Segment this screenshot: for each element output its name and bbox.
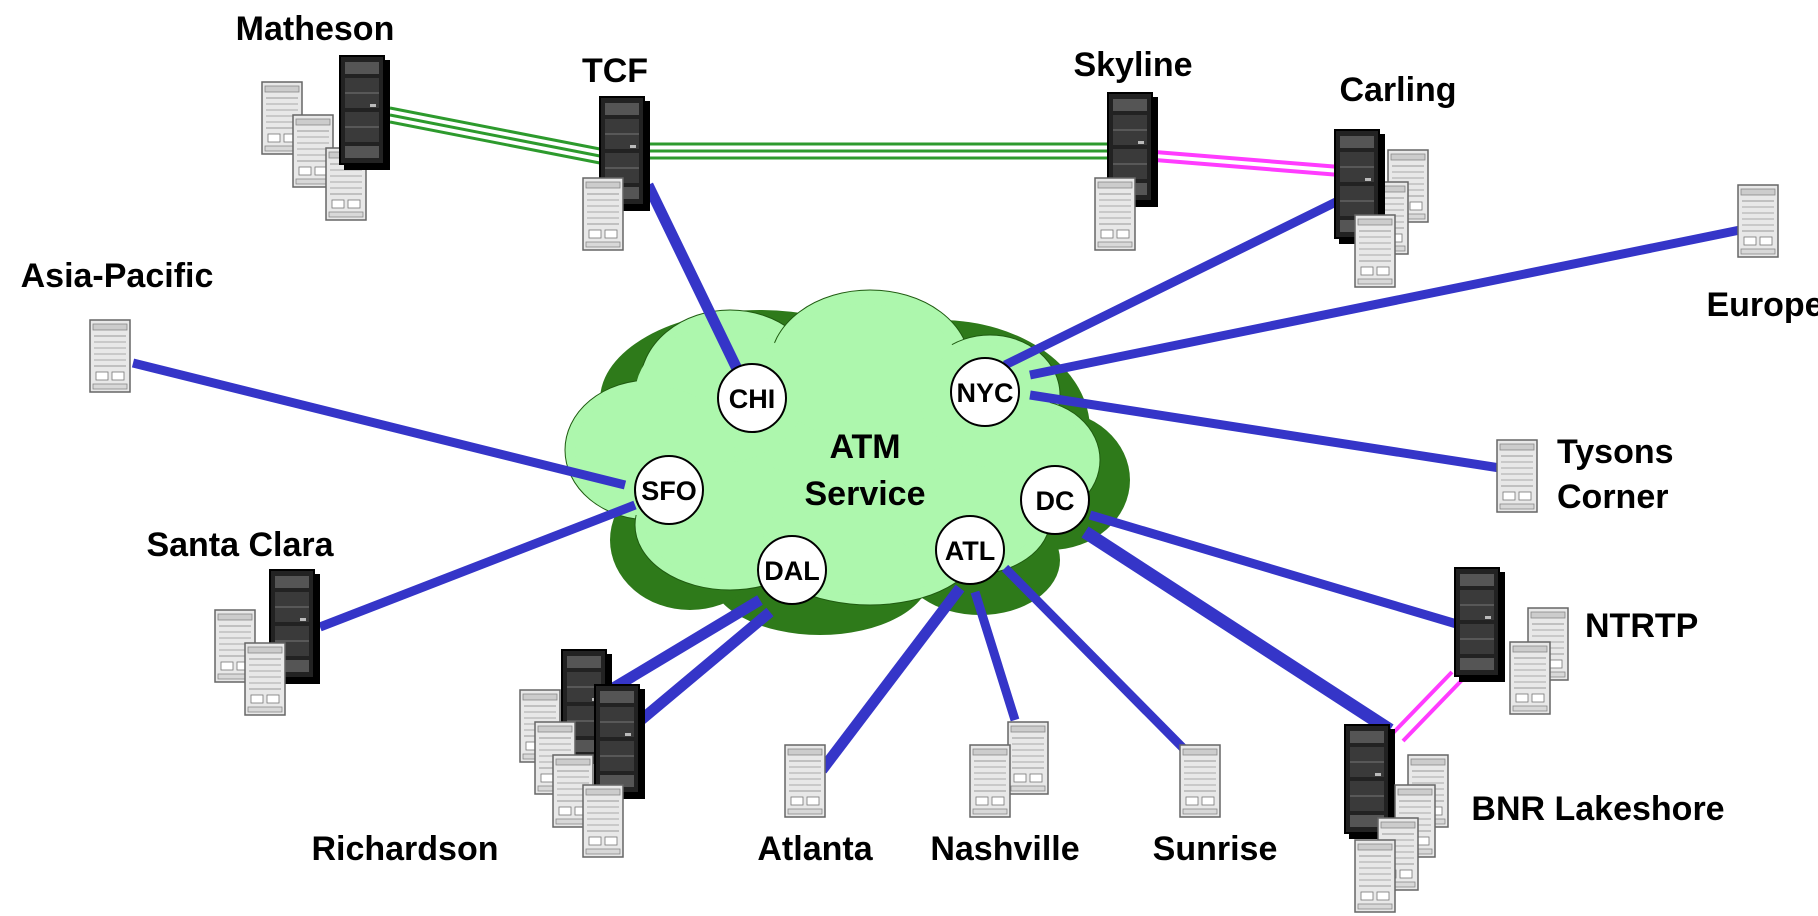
label-skyline: Skyline: [1073, 46, 1192, 84]
label-asia-pacific: Asia-Pacific: [21, 257, 214, 295]
atm-service-label-line1: ATM: [829, 428, 900, 466]
site-tysons-corner[interactable]: [1496, 439, 1538, 513]
link-dc-ntrtp: [1088, 510, 1462, 630]
hub-dc[interactable]: DC: [1020, 465, 1090, 535]
label-santa-clara: Santa Clara: [146, 526, 334, 564]
link-dal-richardson-1: [607, 595, 763, 695]
link-europe-nyc: [1029, 225, 1741, 380]
hub-dal[interactable]: DAL: [757, 535, 827, 605]
site-matheson[interactable]: [261, 55, 391, 221]
server-chassis-icon: [1094, 177, 1136, 251]
label-carling: Carling: [1339, 71, 1456, 109]
site-atlanta[interactable]: [784, 744, 826, 818]
link-atl-nashville: [970, 590, 1020, 722]
link-atl-sunrise: [1001, 564, 1189, 754]
label-matheson: Matheson: [236, 10, 395, 48]
hub-nyc-label: NYC: [956, 378, 1013, 408]
server-chassis-icon: [89, 319, 131, 393]
hub-dc-label: DC: [1036, 486, 1075, 516]
site-skyline[interactable]: [1094, 92, 1159, 251]
ntrtp-bnr-link: [1391, 670, 1464, 743]
atm-service-label-line2: Service: [805, 475, 926, 513]
server-chassis-icon: [1179, 744, 1221, 818]
server-chassis-icon: [582, 784, 624, 858]
server-chassis-icon: [969, 744, 1011, 818]
server-chassis-icon: [784, 744, 826, 818]
site-bnr-lakeshore[interactable]: [1344, 724, 1449, 913]
hub-sfo[interactable]: SFO: [634, 455, 704, 525]
label-tysons-line2: Corner: [1557, 478, 1668, 516]
server-chassis-icon: [582, 177, 624, 251]
rack-switch-icon: [594, 684, 646, 800]
site-tcf[interactable]: [582, 96, 651, 251]
site-santa-clara[interactable]: [214, 569, 321, 716]
link-dc-bnr: [1081, 526, 1394, 736]
link-asiapacific-sfo: [131, 358, 627, 490]
server-chassis-icon: [1496, 439, 1538, 513]
hub-atl-label: ATL: [945, 536, 995, 566]
site-nashville[interactable]: [969, 721, 1049, 818]
hub-sfo-label: SFO: [641, 476, 697, 506]
server-chassis-icon: [1007, 721, 1049, 795]
hub-atl[interactable]: ATL: [935, 515, 1005, 585]
rack-switch-icon: [1454, 567, 1506, 683]
site-carling[interactable]: [1334, 129, 1429, 288]
label-nashville: Nashville: [930, 830, 1079, 868]
site-europe[interactable]: [1737, 184, 1779, 258]
site-ntrtp[interactable]: [1454, 567, 1569, 715]
label-sunrise: Sunrise: [1153, 830, 1278, 868]
site-sunrise[interactable]: [1179, 744, 1221, 818]
site-asia-pacific[interactable]: [89, 319, 131, 393]
server-chassis-icon: [1354, 214, 1396, 288]
link-carling-nyc: [1003, 195, 1342, 370]
label-ntrtp: NTRTP: [1585, 607, 1698, 645]
hub-nyc[interactable]: NYC: [950, 357, 1020, 427]
matheson-tcf-link: [389, 106, 606, 166]
server-chassis-icon: [1737, 184, 1779, 258]
hub-dal-label: DAL: [764, 556, 820, 586]
label-europe: Europe: [1706, 286, 1818, 324]
label-bnr-lakeshore: BNR Lakeshore: [1471, 790, 1724, 828]
server-chassis-icon: [1354, 839, 1396, 913]
server-chassis-icon: [1509, 641, 1551, 715]
label-tysons-line1: Tysons: [1557, 433, 1674, 471]
tcf-skyline-link: [650, 142, 1110, 160]
hub-chi[interactable]: CHI: [717, 363, 787, 433]
link-atl-atlanta: [817, 584, 965, 774]
link-dal-richardson-2: [631, 607, 774, 730]
hub-chi-label: CHI: [729, 384, 776, 414]
label-atlanta: Atlanta: [757, 830, 873, 868]
label-richardson: Richardson: [311, 830, 498, 868]
link-nyc-tysons: [1029, 390, 1501, 473]
label-tcf: TCF: [582, 52, 648, 90]
rack-switch-icon: [339, 55, 391, 171]
server-chassis-icon: [244, 642, 286, 716]
link-santaclara-sfo: [318, 500, 637, 632]
link-tcf-chi: [643, 182, 745, 378]
skyline-carling-link: [1154, 150, 1341, 177]
